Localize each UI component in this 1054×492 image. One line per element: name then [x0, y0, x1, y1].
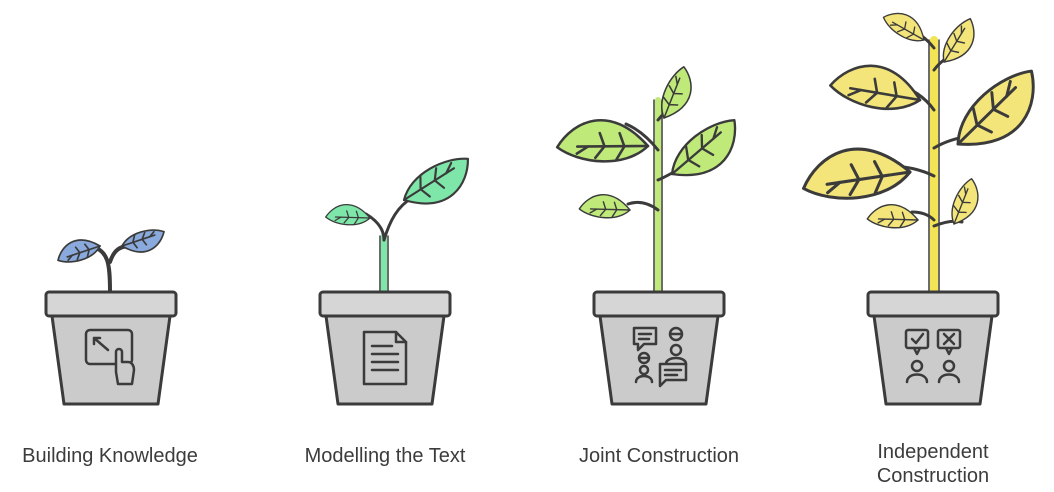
leaf-icon — [827, 47, 927, 130]
pot — [318, 290, 452, 406]
stage-label-modelling-the-text: Modelling the Text — [304, 445, 466, 467]
stage-joint-construction — [554, 64, 750, 406]
pot — [866, 290, 1000, 406]
plant-small — [324, 155, 478, 295]
leaf-icon — [865, 196, 922, 238]
leaf-icon — [121, 229, 165, 253]
leaf-icon — [881, 2, 930, 52]
stage-label-independent-construction: Independent Construction — [876, 441, 990, 487]
document-icon — [362, 330, 408, 386]
leaf-icon — [801, 138, 915, 212]
leaf-icon — [396, 155, 478, 211]
leaf-icon — [554, 106, 654, 179]
plant-sprout — [57, 229, 165, 294]
leaf-icon — [577, 186, 634, 228]
stage-modelling-the-text — [318, 155, 478, 406]
collaboration-chat-icon — [632, 326, 688, 388]
leaf-icon — [659, 116, 750, 186]
stage-building-knowledge — [44, 229, 178, 406]
leaf-icon — [324, 197, 373, 234]
stage-label-joint-construction: Joint Construction — [578, 445, 740, 467]
stage-independent-construction — [801, 2, 1054, 406]
resize-touch-icon — [84, 328, 136, 386]
leaf-icon — [940, 66, 1054, 158]
assessment-people-icon — [904, 328, 962, 384]
plant-large — [801, 2, 1054, 296]
pot — [44, 290, 178, 406]
pot — [592, 290, 726, 406]
plant-medium — [554, 64, 750, 295]
leaf-icon — [57, 239, 101, 263]
stage-label-building-knowledge: Building Knowledge — [22, 445, 198, 467]
leaf-icon — [931, 16, 986, 68]
